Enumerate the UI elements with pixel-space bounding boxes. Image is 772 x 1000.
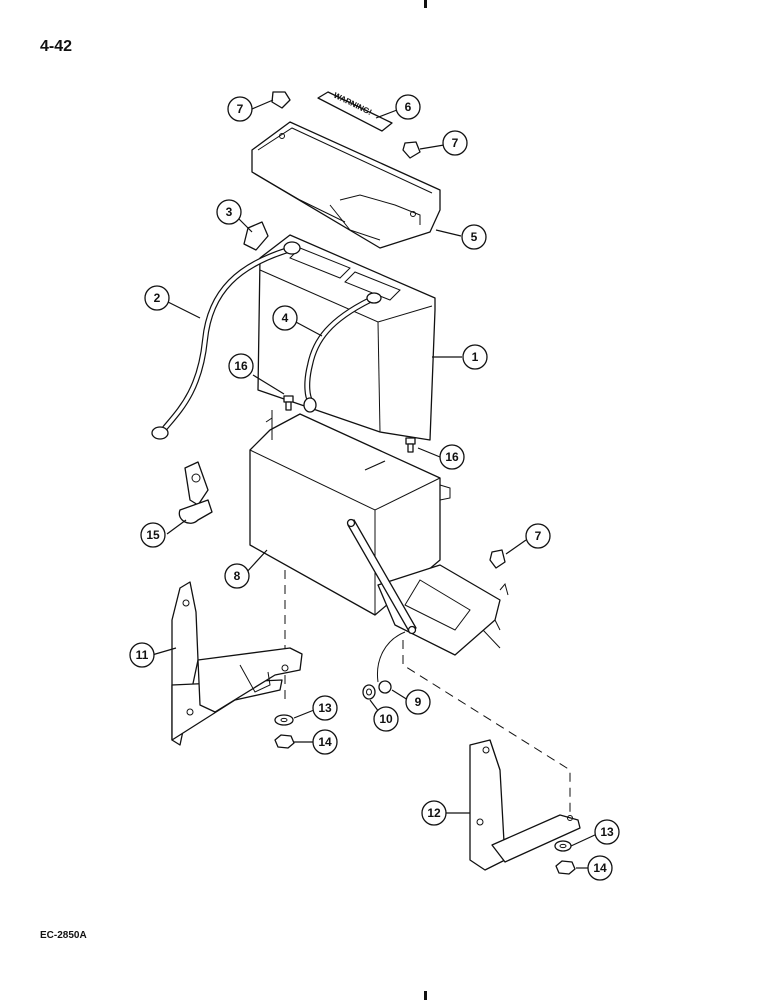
hold-down-rod — [346, 518, 417, 635]
callout-2: 2 — [144, 285, 170, 311]
svg-text:2: 2 — [154, 291, 161, 305]
lock-washer-left — [274, 714, 294, 726]
cable-clamp — [178, 461, 213, 524]
callout-8: 8 — [224, 563, 250, 589]
callout-13-right: 13 — [594, 819, 620, 845]
figure-code: EC-2850A — [40, 930, 87, 941]
callout-11: 11 — [129, 642, 155, 668]
right-support-bracket — [469, 739, 581, 871]
battery — [257, 234, 436, 441]
page-number: 4-42 — [40, 38, 73, 55]
callout-14-right: 14 — [587, 855, 613, 881]
hex-nut-right — [555, 860, 576, 875]
svg-text:16: 16 — [234, 359, 248, 373]
callout-7-upper-left: 7 — [227, 96, 253, 122]
callout-7-upper-right: 7 — [442, 130, 468, 156]
svg-text:7: 7 — [237, 102, 244, 116]
svg-text:3: 3 — [226, 205, 233, 219]
clip-nut-upper-right — [402, 141, 421, 159]
alignment-line-right — [402, 640, 571, 815]
svg-text:7: 7 — [535, 529, 542, 543]
svg-text:8: 8 — [234, 569, 241, 583]
battery-cover — [251, 121, 441, 249]
page-edge-mark-top — [424, 0, 427, 8]
warning-decal: WARNING! — [317, 91, 393, 132]
svg-text:13: 13 — [318, 701, 332, 715]
tray-bracket — [377, 564, 509, 656]
positive-cable — [303, 292, 382, 413]
clip-nut-upper-left — [271, 91, 291, 109]
svg-text:12: 12 — [427, 806, 441, 820]
svg-text:14: 14 — [593, 861, 607, 875]
callout-16-upper: 16 — [228, 353, 254, 379]
svg-text:4: 4 — [282, 311, 289, 325]
svg-text:10: 10 — [379, 712, 393, 726]
clip-nut-lower-right — [489, 549, 506, 569]
callout-4: 4 — [272, 305, 298, 331]
svg-text:1: 1 — [472, 350, 479, 364]
assembly-arrow — [376, 631, 406, 683]
svg-text:6: 6 — [405, 100, 412, 114]
callout-6: 6 — [395, 94, 421, 120]
svg-text:9: 9 — [415, 695, 422, 709]
bolt-upper — [283, 395, 294, 411]
flat-washer — [362, 684, 376, 700]
callout-13-left: 13 — [312, 695, 338, 721]
svg-text:16: 16 — [445, 450, 459, 464]
callout-12: 12 — [421, 800, 447, 826]
callout-14-left: 14 — [312, 729, 338, 755]
svg-text:13: 13 — [600, 825, 614, 839]
callout-9: 9 — [405, 689, 431, 715]
callout-16-lower: 16 — [439, 444, 465, 470]
callout-1: 1 — [462, 344, 488, 370]
svg-text:14: 14 — [318, 735, 332, 749]
bolt-right — [405, 437, 416, 453]
page-edge-mark-bottom — [424, 991, 427, 1000]
callout-15: 15 — [140, 522, 166, 548]
svg-text:5: 5 — [471, 230, 478, 244]
callout-3: 3 — [216, 199, 242, 225]
svg-text:15: 15 — [146, 528, 160, 542]
svg-text:11: 11 — [136, 648, 149, 662]
terminal-cap — [243, 221, 269, 251]
cap-nut — [378, 680, 392, 694]
svg-text:7: 7 — [452, 136, 459, 150]
callout-10: 10 — [373, 706, 399, 732]
callout-5: 5 — [461, 224, 487, 250]
lock-washer-right — [554, 840, 572, 852]
callout-7-lower-right: 7 — [525, 523, 551, 549]
left-support-bracket — [171, 581, 303, 746]
negative-cable — [151, 241, 301, 440]
hex-nut-left — [274, 734, 295, 749]
